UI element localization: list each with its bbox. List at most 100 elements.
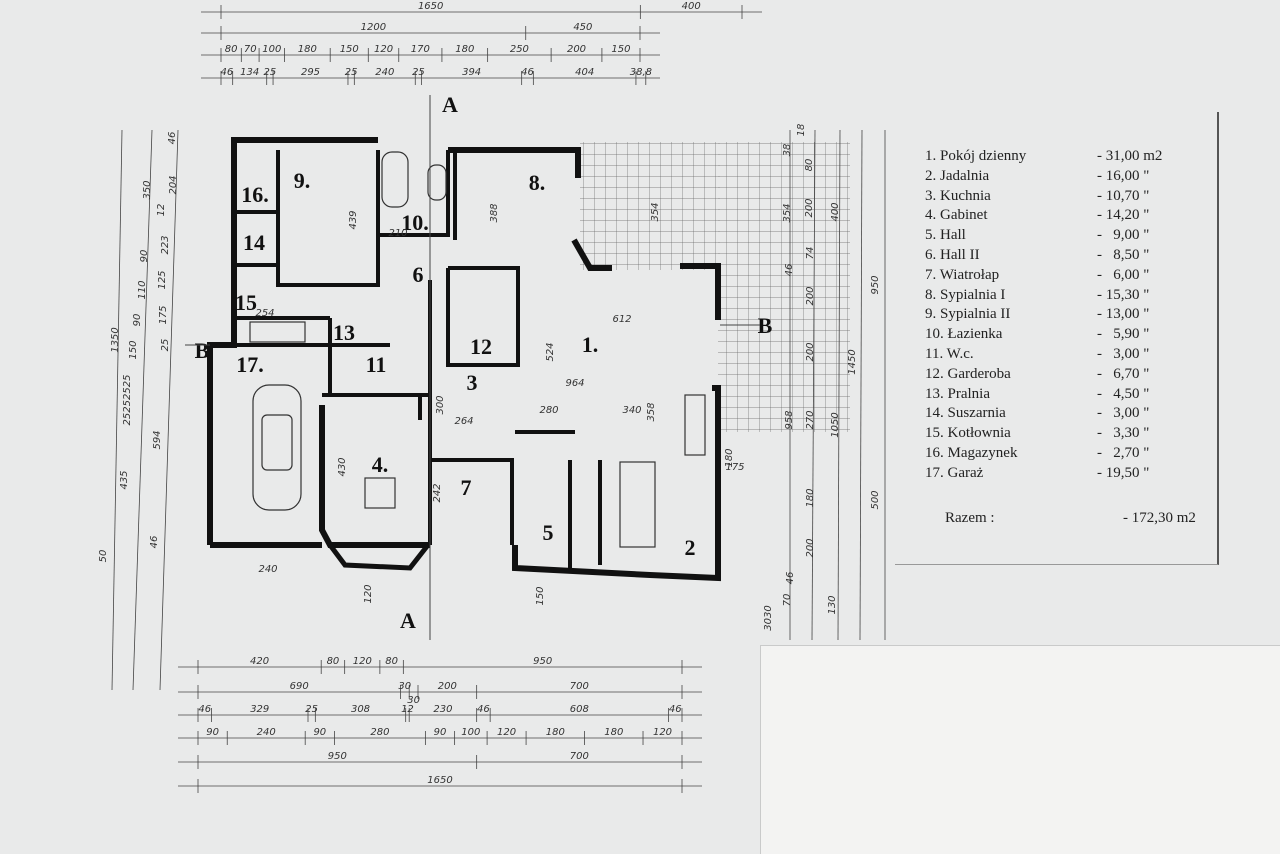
room-area: - 19,50 "	[1097, 464, 1150, 481]
room-number-label: 12	[470, 334, 492, 359]
dimension-label: 200	[438, 681, 457, 692]
dimension-label: 435	[119, 470, 130, 489]
legend-row: 14. Suszarnia- 3,00 "	[925, 405, 1215, 425]
room-number-label: 17.	[236, 352, 264, 377]
dimension-label: 46	[167, 132, 178, 145]
dimension-label: 90	[434, 727, 447, 738]
room-number-label: 6	[413, 262, 424, 287]
dimension-label: 350	[142, 180, 153, 199]
room-name: 9. Sypialnia II	[925, 306, 1011, 323]
dimension-label: 700	[570, 751, 589, 762]
legend-row: 17. Garaż - 19,50 "	[925, 465, 1215, 485]
legend-total: Razem :- 172,30 m2	[925, 510, 1215, 530]
dimension-line	[159, 129, 179, 691]
dimension-label: 950	[328, 751, 347, 762]
room-name: 4. Gabinet	[925, 207, 988, 224]
dimension-label: 170	[411, 44, 430, 55]
dimension-line	[859, 129, 863, 641]
dimension-label: 690	[290, 681, 309, 692]
dimension-label: 254	[255, 308, 274, 319]
legend-row: 3. Kuchnia- 10,70 "	[925, 188, 1215, 208]
dimension-label: 130	[827, 595, 838, 614]
dimension-label: 329	[250, 704, 269, 715]
dimension-label: 120	[353, 656, 372, 667]
dimension-label: 38	[782, 144, 793, 157]
room-number-label: 9.	[294, 168, 311, 193]
dimension-label: 180	[298, 44, 317, 55]
dimension-label: 110	[137, 280, 148, 299]
dimension-label: 80	[804, 159, 815, 172]
dimension-label: 80	[225, 44, 238, 55]
room-area: - 9,00 "	[1097, 227, 1150, 244]
dimension-label: 1050	[830, 412, 841, 437]
room-name: 15. Kotłownia	[925, 425, 1011, 442]
dimension-label: 90	[139, 250, 150, 263]
room-area: - 14,20 "	[1097, 207, 1150, 224]
dimension-label: 612	[612, 314, 631, 325]
dimension-label: 134	[240, 67, 259, 78]
dimension-label: 180	[604, 727, 623, 738]
dimension-label: 340	[622, 405, 641, 416]
legend-row: 2. Jadalnia- 16,00 "	[925, 168, 1215, 188]
dimension-label: 1200	[361, 22, 386, 33]
dimension-label: 150	[128, 340, 139, 359]
dimension-label: 46	[521, 67, 534, 78]
dimension-label: 46	[784, 264, 795, 277]
dimension-label: 25	[345, 67, 358, 78]
room-name: 17. Garaż	[925, 464, 984, 481]
dimension-label: 120	[653, 727, 672, 738]
legend-row: 16. Magazynek- 2,70 "	[925, 445, 1215, 465]
dimension-label: 74	[805, 247, 816, 260]
legend-row: 13. Pralnia- 4,50 "	[925, 386, 1215, 406]
room-name: 7. Wiatrołap	[925, 266, 1000, 283]
room-number-label: 5	[543, 520, 554, 545]
dimension-label: 12	[401, 704, 414, 715]
room-name: 3. Kuchnia	[925, 187, 991, 204]
legend-row: 15. Kotłownia- 3,30 "	[925, 425, 1215, 445]
room-name: 6. Hall II	[925, 247, 980, 263]
section-mark-label: A	[400, 608, 416, 633]
dimension-label: 439	[348, 210, 359, 229]
dimension-label: 70	[782, 594, 793, 607]
dimension-label: 30	[398, 681, 411, 692]
room-area: - 31,00 m2	[1097, 148, 1163, 164]
room-number-label: 16.	[241, 182, 269, 207]
dimension-label: 50	[98, 550, 109, 563]
dimension-label: 120	[497, 727, 516, 738]
dimension-line	[132, 129, 153, 691]
dimension-label: 394	[462, 67, 481, 78]
dimension-label: 46	[477, 704, 490, 715]
dimension-label: 25	[412, 67, 425, 78]
legend-row: 1. Pokój dzienny- 31,00 m2	[925, 148, 1215, 168]
dimension-label: 46	[785, 572, 796, 585]
dimension-label: 200	[804, 198, 815, 217]
dimension-label: 200	[567, 44, 586, 55]
legend-row: 5. Hall- 9,00 "	[925, 227, 1215, 247]
dimension-label: 90	[313, 727, 326, 738]
dimension-label: 300	[435, 395, 446, 414]
legend-row: 10. Łazienka - 5,90 "	[925, 326, 1215, 346]
bay-window	[328, 543, 430, 571]
dimension-label: 25	[160, 339, 171, 352]
total-value: - 172,30 m2	[1123, 510, 1196, 526]
room-area: - 5,90 "	[1097, 326, 1150, 343]
dimension-label: 180	[805, 488, 816, 507]
dimension-label: 404	[575, 67, 594, 78]
dimension-label: 180	[724, 448, 735, 467]
dimension-label: 240	[375, 67, 394, 78]
dimension-label: 180	[546, 727, 565, 738]
room-name: 14. Suszarnia	[925, 405, 1006, 422]
room-name: 10. Łazienka	[925, 326, 1003, 343]
room-area: - 16,00 "	[1097, 167, 1150, 184]
legend-row: 12. Garderoba- 6,70 "	[925, 366, 1215, 386]
dimension-label: 280	[539, 405, 558, 416]
room-number-label: 10.	[401, 210, 429, 235]
dimension-label: 500	[870, 490, 881, 509]
room-area: - 6,70 "	[1097, 365, 1150, 382]
dimension-label: 450	[573, 22, 592, 33]
room-number-label: 11	[366, 352, 387, 377]
dimension-label: 125	[157, 270, 168, 289]
room-number-label: 15	[235, 290, 257, 315]
dimension-label: 100	[461, 727, 480, 738]
